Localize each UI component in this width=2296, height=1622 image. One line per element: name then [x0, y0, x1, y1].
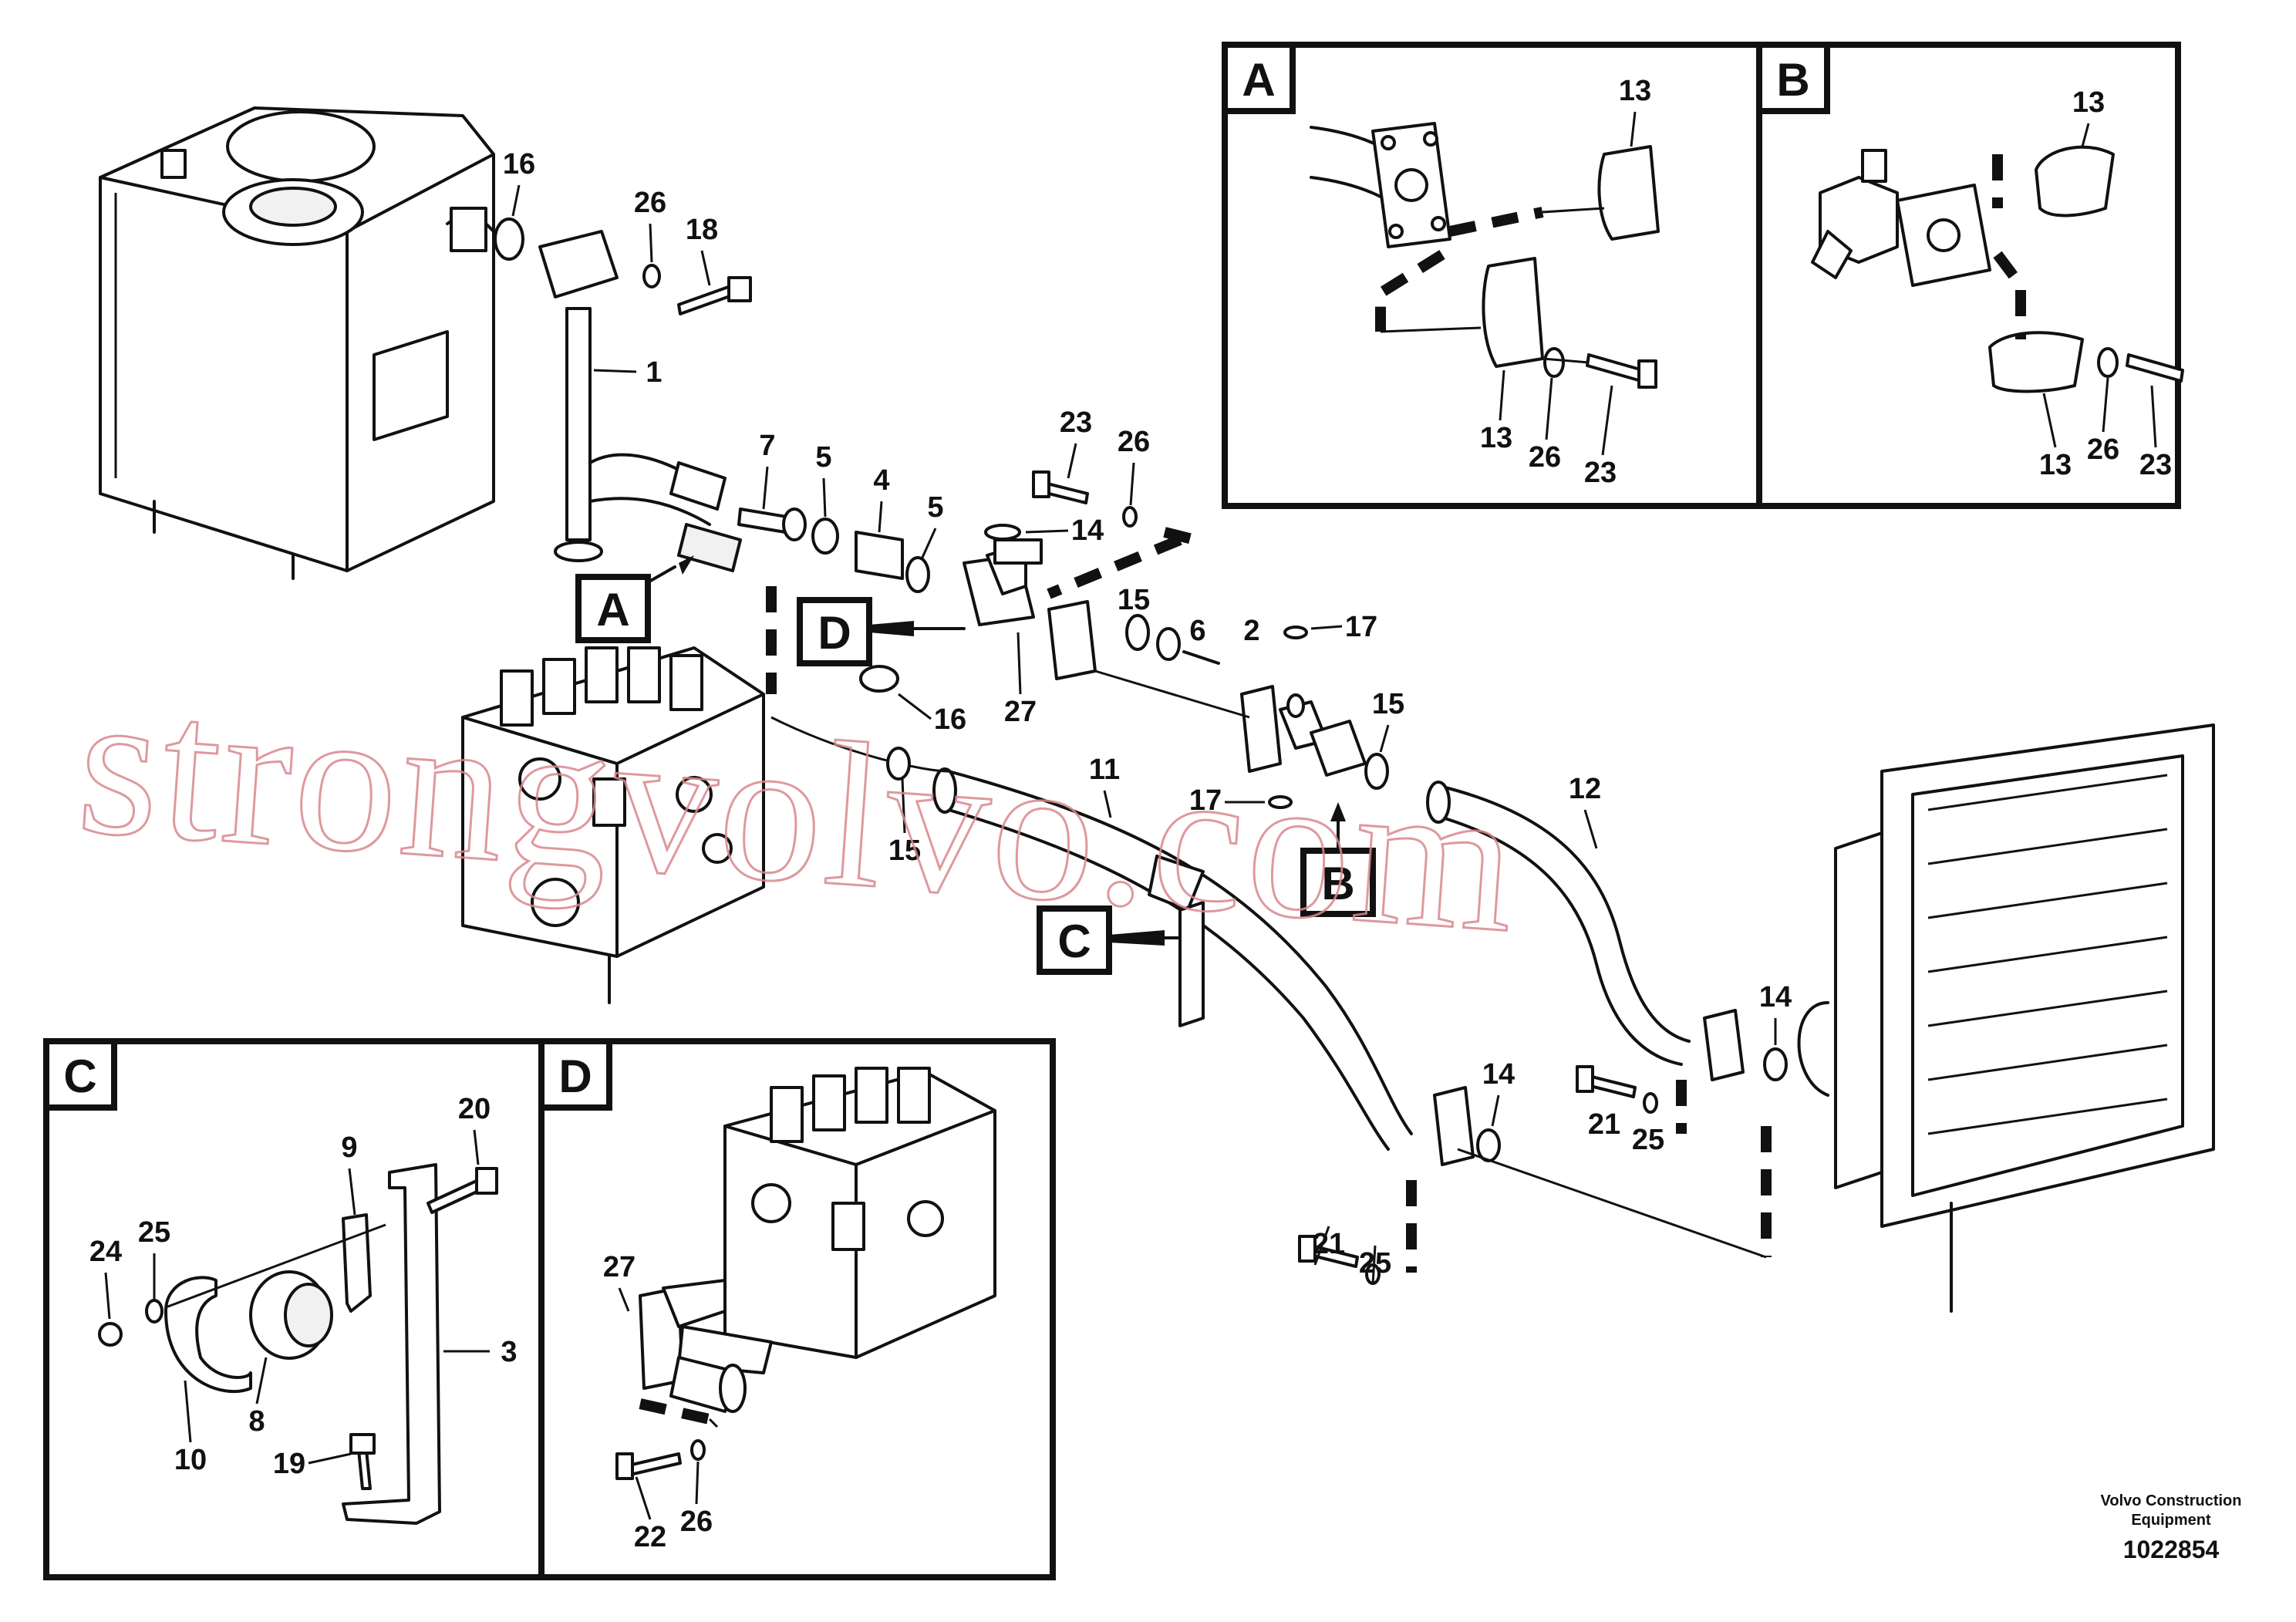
callout-5-right: 5 — [927, 491, 943, 524]
callout-14-low: 14 — [1482, 1058, 1515, 1091]
callout-5-left: 5 — [815, 441, 831, 474]
detail-b-callout-23: 23 — [2139, 449, 2172, 481]
detail-a-callout-26: 26 — [1529, 441, 1561, 474]
detail-view-d: D 27 22 26 — [538, 1038, 1056, 1580]
svg-text:D: D — [558, 1050, 592, 1102]
callout-21-a: 21 — [1588, 1108, 1620, 1141]
detail-view-a: A 13 13 26 23 — [1222, 42, 1762, 509]
callout-23-top: 23 — [1060, 406, 1092, 439]
view-marker-b — [1300, 848, 1376, 917]
callout-26-right: 26 — [1118, 426, 1150, 458]
callout-18: 18 — [686, 214, 718, 246]
detail-d-callout-27: 27 — [603, 1251, 636, 1283]
view-marker-a — [575, 574, 651, 643]
detail-a-callout-13-bot: 13 — [1480, 422, 1512, 454]
document-number: 1022854 — [2123, 1536, 2220, 1563]
callout-12: 12 — [1569, 773, 1601, 805]
detail-d-callout-26: 26 — [680, 1506, 713, 1538]
bolt-18-assembly — [494, 218, 752, 315]
detail-c-callout-20: 20 — [458, 1093, 491, 1125]
callouts-main: 16 26 18 1 7 5 4 5 23 26 14 15 6 2 17 16… — [503, 148, 1792, 1285]
svg-text:A: A — [596, 584, 629, 636]
detail-d-callout-22: 22 — [634, 1521, 666, 1553]
detail-c-callout-25: 25 — [138, 1216, 170, 1249]
hose-clamp-c — [1178, 901, 1205, 1027]
hose-12 — [1426, 781, 1745, 1081]
svg-text:D: D — [818, 607, 851, 659]
detail-a-label-box — [1222, 42, 1296, 114]
callout-25-a: 25 — [1632, 1124, 1664, 1156]
svg-text:B: B — [1776, 54, 1809, 106]
flange-2-fitting — [1240, 626, 1389, 809]
callout-2: 2 — [1243, 615, 1259, 647]
view-markers-main: A D B C — [575, 555, 1376, 975]
suction-pipe-1 — [538, 230, 742, 572]
callout-15-right: 15 — [1372, 688, 1404, 720]
detail-c-callout-10: 10 — [174, 1444, 207, 1476]
control-valve-main — [461, 646, 765, 1004]
callout-17-lower: 17 — [1189, 784, 1222, 817]
callout-1: 1 — [646, 356, 662, 389]
detail-c-callout-19: 19 — [273, 1448, 305, 1480]
detail-c-callout-3: 3 — [501, 1336, 517, 1368]
hose-11 — [932, 767, 1475, 1166]
detail-c-callout-8: 8 — [248, 1405, 265, 1438]
dashed-leaders-main — [766, 527, 1772, 1273]
svg-text:C: C — [1057, 916, 1091, 967]
connector-chain — [737, 508, 1220, 680]
svg-text:B: B — [1321, 858, 1354, 909]
callout-15-mid: 15 — [1118, 584, 1150, 616]
callout-27: 27 — [1004, 696, 1037, 728]
detail-c-label-box — [43, 1038, 117, 1111]
callout-4: 4 — [873, 464, 889, 497]
callout-11: 11 — [1089, 754, 1120, 786]
detail-b-callout-26: 26 — [2087, 433, 2119, 466]
footer: Volvo Construction Equipment 1022854 — [2101, 1492, 2242, 1563]
callout-17-top: 17 — [1345, 611, 1377, 643]
callout-16-tank: 16 — [503, 148, 535, 180]
callout-14-top: 14 — [1071, 514, 1104, 547]
oil-cooler — [1797, 723, 2215, 1313]
detail-b-label-box — [1756, 42, 1830, 114]
detail-view-b: B 13 13 26 23 — [1756, 42, 2184, 509]
callout-26-top: 26 — [634, 187, 666, 219]
detail-c-callout-24: 24 — [89, 1236, 122, 1268]
svg-text:A: A — [1242, 54, 1275, 106]
maker-line-2: Equipment — [2131, 1512, 2211, 1529]
detail-a-callout-13-top: 13 — [1619, 75, 1651, 107]
detail-view-c: C 20 9 24 25 3 8 10 19 — [43, 1038, 544, 1580]
maker-line-1: Volvo Construction — [2101, 1492, 2242, 1509]
detail-b-callout-13-bot: 13 — [2039, 449, 2072, 481]
detail-c-callout-9: 9 — [341, 1131, 357, 1164]
hydraulic-tank — [99, 106, 495, 580]
callout-7: 7 — [759, 430, 775, 462]
callout-15-lower: 15 — [888, 835, 921, 867]
callout-16-lower: 16 — [934, 703, 966, 736]
svg-text:C: C — [63, 1050, 96, 1102]
watermark-text: strongvolvo.com — [72, 646, 1526, 976]
callout-6: 6 — [1189, 615, 1205, 647]
detail-b-callout-13-top: 13 — [2072, 86, 2105, 119]
detail-d-label-box — [538, 1038, 612, 1111]
callout-14-right: 14 — [1759, 981, 1792, 1013]
bolt-23-top — [1032, 470, 1138, 528]
detail-a-callout-23: 23 — [1584, 457, 1617, 489]
